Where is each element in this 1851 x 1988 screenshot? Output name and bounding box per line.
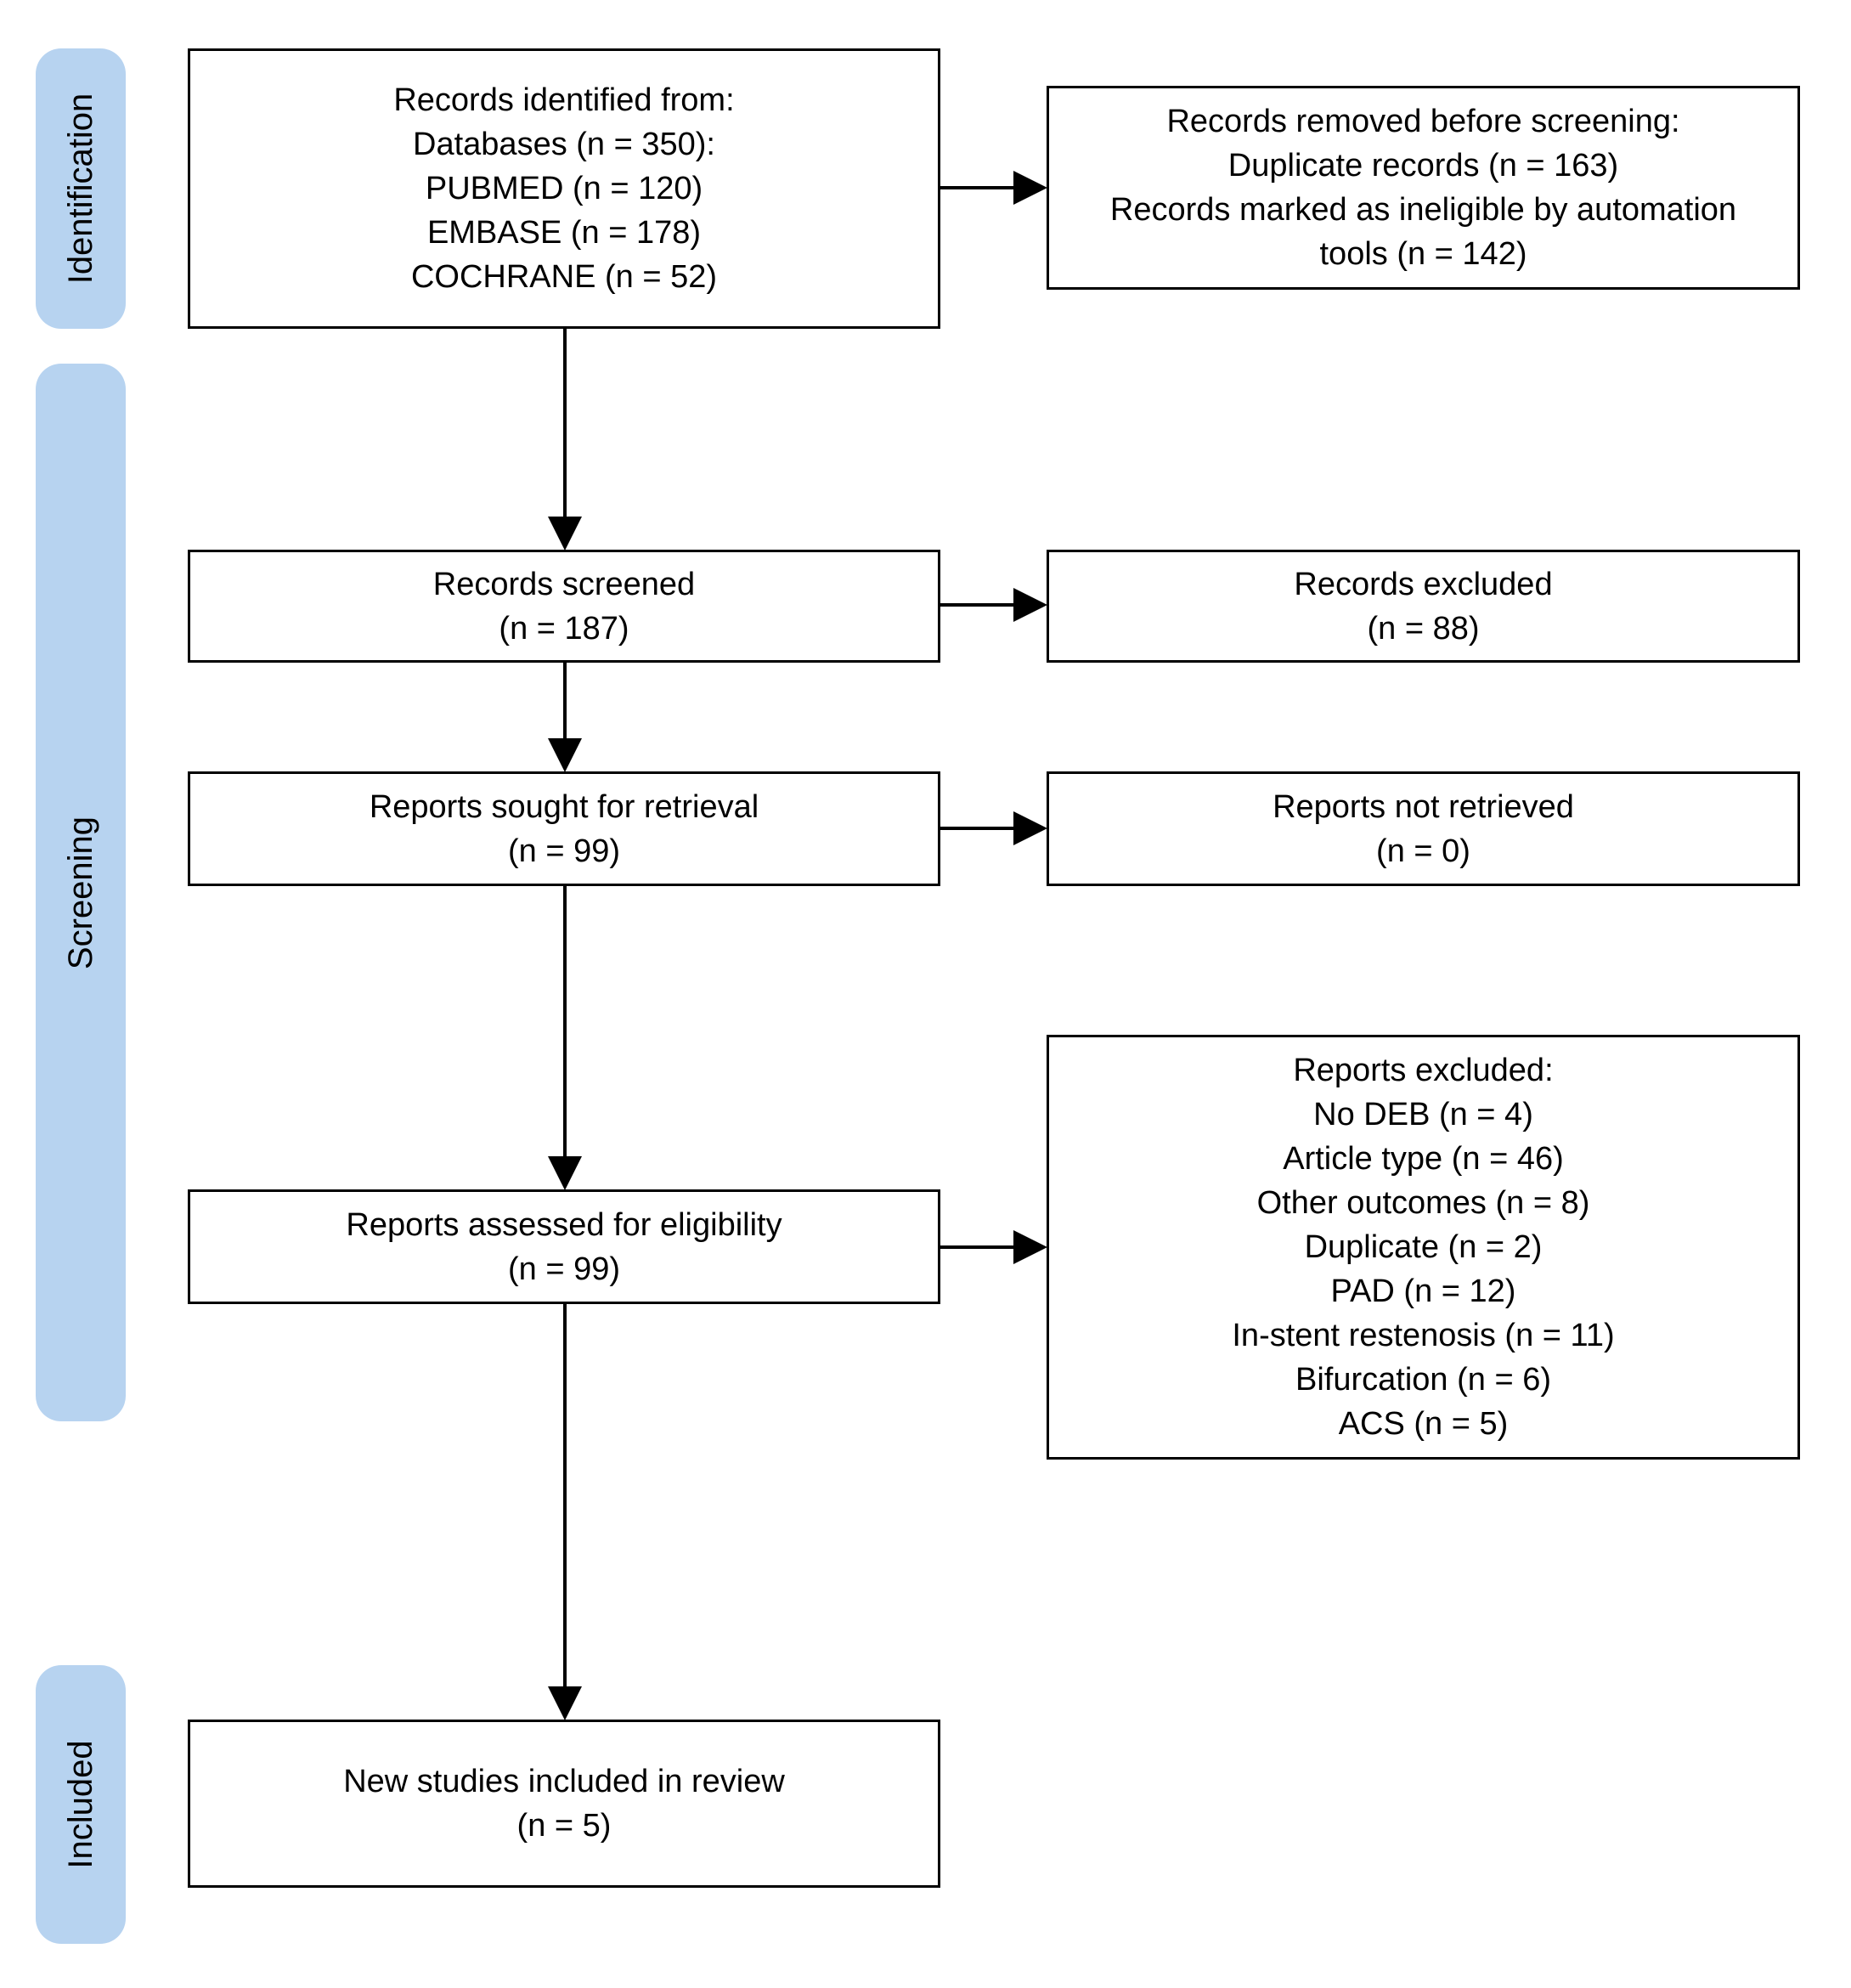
- box-line: tools (n = 142): [1319, 236, 1527, 272]
- box-line: (n = 99): [507, 833, 621, 869]
- box-line: Reports assessed for eligibility: [346, 1206, 782, 1243]
- records-screened-box: Records screened (n = 187): [188, 550, 940, 663]
- box-line: (n = 5): [516, 1808, 612, 1844]
- box-line: Records removed before screening:: [1166, 104, 1680, 139]
- box-line: EMBASE (n = 178): [426, 215, 702, 251]
- box-line: (n = 0): [1376, 833, 1470, 869]
- box-line: Records excluded: [1294, 566, 1553, 602]
- box-line: ACS (n = 5): [1338, 1406, 1509, 1442]
- box-line: No DEB (n = 4): [1313, 1097, 1533, 1132]
- box-line: Reports excluded:: [1293, 1053, 1554, 1088]
- box-line: Bifurcation (n = 6): [1295, 1362, 1551, 1398]
- box-line: In-stent restenosis (n = 11): [1232, 1318, 1615, 1353]
- reports-assessed-box: Reports assessed for eligibility (n = 99…: [188, 1189, 940, 1304]
- box-line: Records identified from:: [393, 82, 735, 118]
- phase-included: Included: [36, 1665, 126, 1944]
- box-line: COCHRANE (n = 52): [410, 259, 718, 295]
- box-line: Records marked as ineligible by automati…: [1109, 192, 1737, 228]
- records-excluded-box: Records excluded (n = 88): [1047, 550, 1800, 663]
- phase-identification: Identification: [36, 48, 126, 329]
- records-identified-box: Records identified from: Databases (n = …: [188, 48, 940, 329]
- phase-screening: Screening: [36, 364, 126, 1421]
- box-line: PAD (n = 12): [1330, 1274, 1516, 1309]
- box-line: Article type (n = 46): [1283, 1141, 1564, 1177]
- box-line: (n = 88): [1367, 610, 1480, 647]
- box-line: Duplicate (n = 2): [1304, 1229, 1543, 1265]
- box-line: Reports not retrieved: [1273, 788, 1574, 825]
- box-line: (n = 99): [507, 1251, 621, 1287]
- reports-sought-box: Reports sought for retrieval (n = 99): [188, 771, 940, 886]
- box-line: New studies included in review: [343, 1764, 785, 1799]
- box-line: PUBMED (n = 120): [425, 171, 703, 206]
- reports-not-retrieved-box: Reports not retrieved (n = 0): [1047, 771, 1800, 886]
- box-line: Reports sought for retrieval: [369, 788, 759, 825]
- box-line: Other outcomes (n = 8): [1256, 1185, 1590, 1221]
- box-line: (n = 187): [499, 610, 629, 647]
- studies-included-box: New studies included in review (n = 5): [188, 1720, 940, 1888]
- box-line: Databases (n = 350):: [413, 127, 715, 162]
- records-removed-box: Records removed before screening: Duplic…: [1047, 86, 1800, 290]
- box-line: Records screened: [432, 566, 696, 602]
- box-line: Duplicate records (n = 163): [1227, 148, 1619, 184]
- reports-excluded-box: Reports excluded: No DEB (n = 4) Article…: [1047, 1035, 1800, 1460]
